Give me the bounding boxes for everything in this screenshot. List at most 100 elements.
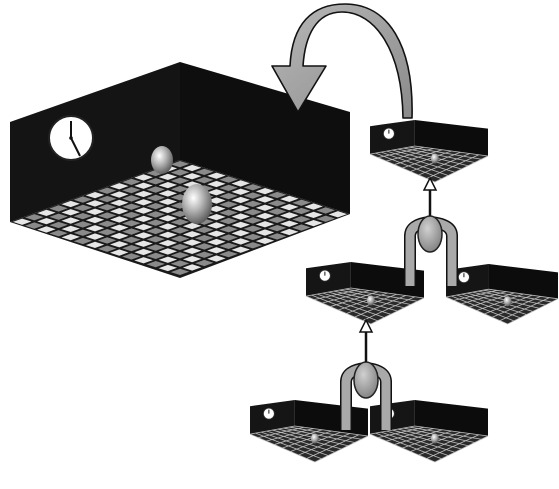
floor-tile — [255, 221, 275, 228]
floor-tile — [146, 202, 165, 210]
floor-grid-line — [369, 145, 415, 155]
floor-tile — [255, 187, 275, 195]
floor-tile — [231, 188, 250, 195]
scene-right-wall — [414, 120, 488, 156]
floor-tile — [134, 199, 153, 206]
floor-tile — [134, 223, 153, 231]
floor-tile — [134, 174, 153, 181]
floor-tile — [170, 235, 190, 242]
floor-tile — [97, 245, 117, 252]
floor-grid-line — [306, 434, 360, 459]
middle-right-scene — [445, 264, 559, 325]
floor-tile — [158, 181, 178, 189]
floor-tile — [170, 227, 190, 234]
scene-right-wall — [180, 62, 350, 214]
floor-tile — [219, 192, 238, 200]
floor-tile — [243, 225, 263, 232]
floor-tile — [280, 203, 299, 211]
floor-tile — [219, 217, 238, 225]
floor-tile — [182, 247, 202, 255]
floor-tile — [170, 260, 190, 267]
floor-tile — [158, 190, 178, 197]
floor-tile — [110, 249, 129, 256]
floor-grid-line — [282, 430, 332, 449]
floor-tile — [182, 164, 202, 172]
curved-arrow-icon — [271, 3, 413, 119]
floor-tile — [146, 186, 165, 193]
floor-tile — [158, 248, 178, 255]
sphere-icon — [151, 146, 173, 174]
floor-tile — [207, 255, 226, 262]
floor-tile — [97, 187, 117, 194]
clock-icon — [48, 115, 94, 161]
floor-tile — [255, 204, 275, 211]
floor-tile — [207, 205, 226, 213]
floor-tile — [110, 183, 129, 190]
floor-tile — [12, 218, 32, 225]
floor-tile — [97, 212, 117, 219]
floor-tile — [243, 192, 263, 199]
top-result-scene — [369, 120, 489, 183]
floor-tile — [267, 224, 287, 232]
floor-tile — [49, 205, 68, 212]
floor-tile — [267, 208, 287, 215]
floor-tile — [73, 196, 93, 203]
floor-tile — [219, 250, 238, 258]
floor-grid-line — [402, 430, 452, 449]
floor-tile — [85, 216, 105, 224]
floor-tile — [231, 229, 250, 237]
scene-right-wall — [414, 400, 488, 436]
floor-tile — [134, 248, 153, 256]
floor-tile — [122, 186, 141, 194]
floor-tile — [146, 194, 165, 202]
floor-tile — [170, 177, 190, 184]
floor-grid-line — [403, 147, 475, 163]
floor-grid-line — [338, 292, 388, 311]
floor-tile — [219, 226, 238, 233]
floor-tile — [122, 253, 141, 260]
floor-grid-line — [488, 288, 559, 300]
floor-tile — [170, 268, 190, 276]
floor-tile — [97, 228, 117, 236]
floor-tile — [122, 211, 141, 219]
floor-tile — [243, 184, 263, 191]
floor-tile — [122, 203, 141, 210]
floor-tile — [280, 220, 299, 227]
floor-tile — [134, 182, 153, 189]
floor-grid-line — [370, 297, 425, 325]
floor-tile — [158, 173, 178, 181]
floor-grid-line — [483, 289, 552, 303]
floor-tile — [158, 264, 178, 272]
floor-tile — [207, 247, 226, 254]
floor-tile — [134, 215, 153, 223]
floor-tile — [243, 217, 263, 224]
floor-tile — [304, 203, 323, 210]
sphere-icon — [366, 295, 375, 306]
floor-tile — [73, 237, 93, 245]
floor-grid-line — [345, 288, 418, 302]
floor-tile — [37, 209, 56, 217]
floor-grid-line — [289, 426, 362, 440]
floor-tile — [182, 239, 202, 246]
node-body — [417, 215, 443, 253]
floor-tile — [255, 237, 275, 245]
floor-tile — [146, 178, 165, 185]
floor-tile — [170, 160, 190, 168]
floor-grid-line — [426, 154, 480, 179]
floor-tile — [134, 190, 153, 198]
floor-grid-line — [298, 433, 350, 456]
floor-tile — [61, 225, 80, 233]
floor-tile — [231, 246, 250, 253]
floor-tile — [219, 234, 238, 241]
floor-tile — [97, 220, 117, 228]
floor-tile — [73, 221, 93, 228]
floor-grid-line — [507, 298, 559, 325]
floor-tile — [85, 200, 105, 207]
floor-tile — [110, 207, 129, 215]
floor-tile — [292, 224, 311, 231]
floor-tile — [219, 209, 238, 216]
floor-tile — [328, 211, 348, 218]
floor-tile — [207, 238, 226, 246]
floor-tile — [243, 208, 263, 216]
floor-grid-line — [362, 296, 416, 321]
